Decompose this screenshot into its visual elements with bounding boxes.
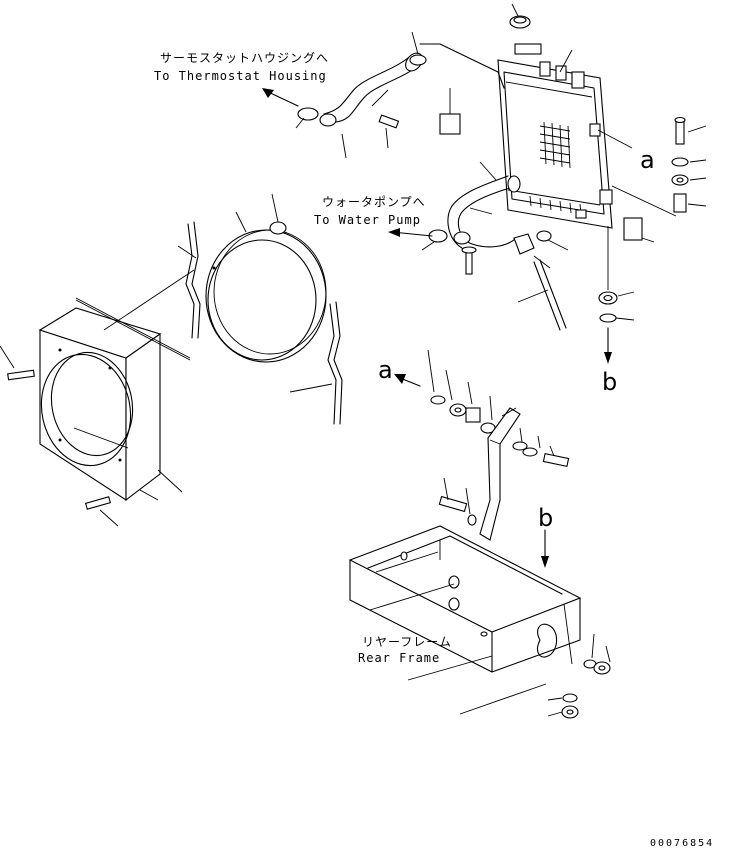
- lower-hose: [421, 161, 569, 275]
- radiator-cap: [509, 3, 531, 29]
- upper-hose: [295, 31, 427, 159]
- rear-frame: [348, 525, 582, 715]
- pipe: [517, 259, 567, 331]
- label-waterpump-en: To Water Pump: [314, 213, 421, 227]
- seal-strip-left: [103, 221, 201, 339]
- hose-bracket-bolt: [378, 114, 400, 149]
- label-thermostat-en: To Thermostat Housing: [154, 69, 327, 83]
- ref-a-upper: a: [640, 146, 655, 174]
- ref-b-upper: b: [602, 368, 617, 396]
- frame-nuts: [547, 603, 611, 719]
- label-rearframe-en: Rear Frame: [358, 651, 440, 665]
- fan-shroud: [38, 297, 191, 502]
- drawing-code: 00076854: [650, 838, 714, 849]
- radiator: [497, 43, 613, 229]
- ref-b-lower: b: [538, 504, 553, 532]
- radiator-mount-nut: [598, 226, 635, 364]
- mount-bracket: [479, 407, 521, 541]
- bracket-bolts: [438, 427, 570, 526]
- label-waterpump-jp: ウォータポンプへ: [322, 195, 426, 209]
- fan-ring: [205, 193, 327, 363]
- radiator-core-grid: [539, 121, 571, 169]
- label-rearframe-jp: リヤーフレーム: [362, 635, 452, 649]
- mount-hardware: [394, 349, 496, 434]
- shroud-bolt: [0, 345, 183, 527]
- label-waterpump: ウォータポンプへ To Water Pump: [314, 195, 426, 227]
- label-thermostat-jp: サーモスタットハウジングへ: [160, 51, 329, 65]
- label-rearframe: リヤーフレーム Rear Frame: [358, 635, 452, 665]
- ref-a-lower: a: [378, 356, 393, 384]
- bolt-stack-right: [611, 116, 707, 217]
- label-thermostat: サーモスタットハウジングへ To Thermostat Housing: [154, 51, 329, 83]
- seal-strip-right: [289, 301, 343, 425]
